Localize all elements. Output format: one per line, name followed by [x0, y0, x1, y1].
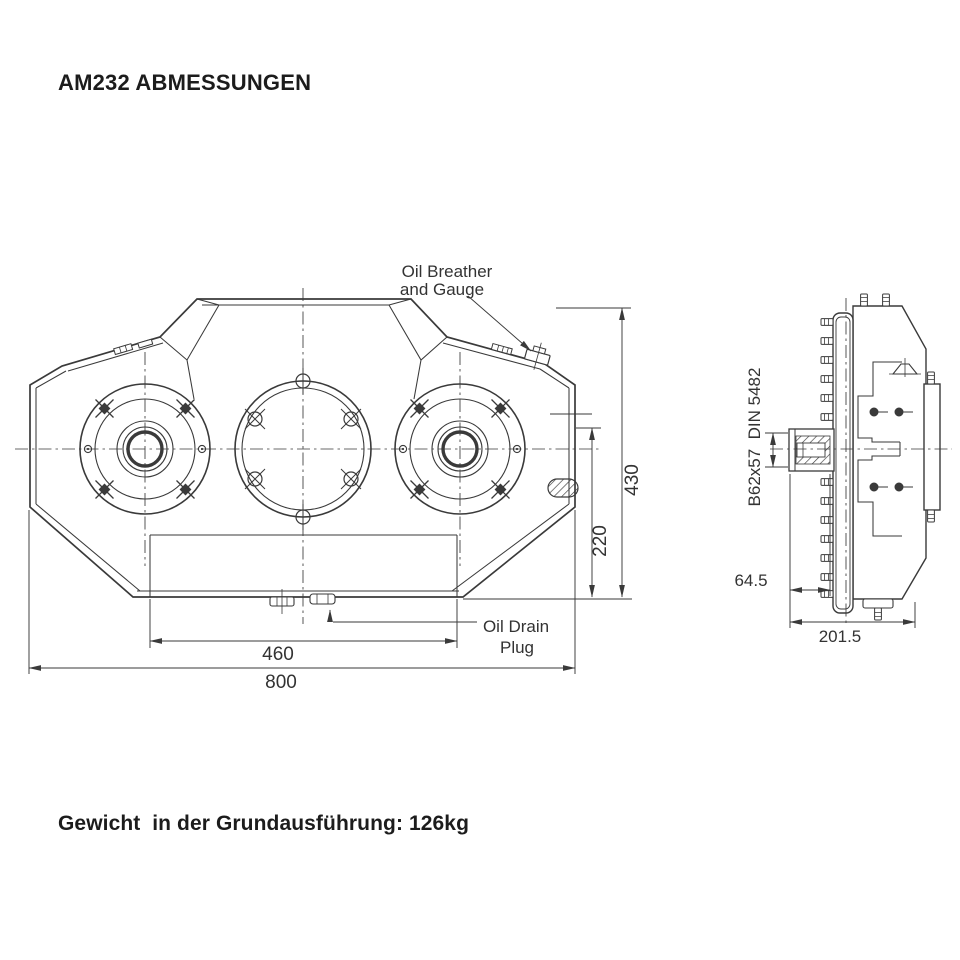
page-title: AM232 ABMESSUNGEN [58, 70, 312, 95]
dim-800-label: 800 [265, 672, 297, 693]
weight-note: Gewicht in der Grundausführung: 126kg [58, 812, 470, 835]
oil-drain-label-line1: Oil Drain [483, 617, 549, 636]
oil-breather-label-line1: Oil Breather [402, 262, 493, 281]
housing-studs-left [113, 338, 154, 356]
housing-detail-lines [35, 298, 570, 597]
bottom-plug [269, 589, 295, 614]
side-drain-boss [862, 598, 894, 621]
breather-leader [467, 295, 532, 352]
front-view [29, 298, 592, 614]
oil-drain-label-line2: Plug [500, 638, 534, 657]
dim-220-label: 220 [590, 525, 611, 557]
oil-breather-label-line2: and Gauge [400, 280, 484, 299]
dim-201-label: 201.5 [819, 627, 862, 646]
side-body-outline [852, 305, 927, 600]
side-face-bolts [869, 407, 913, 492]
spline-spec-label: B62x57 DIN 5482 [745, 368, 764, 507]
dim-460-label: 460 [262, 644, 294, 665]
centerlines [15, 288, 952, 624]
dimensions [28, 295, 916, 674]
side-flange-disc [832, 312, 854, 614]
oil-level-gauge [547, 413, 592, 498]
extension-lines [28, 307, 916, 674]
side-output-flange [923, 371, 941, 523]
oil-drain-plug [309, 593, 336, 605]
side-lug [889, 358, 921, 377]
oil-breather [490, 342, 551, 370]
dim-430-label: 430 [622, 464, 643, 496]
dim-64-label: 64.5 [734, 571, 767, 590]
side-view [788, 293, 941, 621]
splined-shaft [788, 428, 835, 472]
